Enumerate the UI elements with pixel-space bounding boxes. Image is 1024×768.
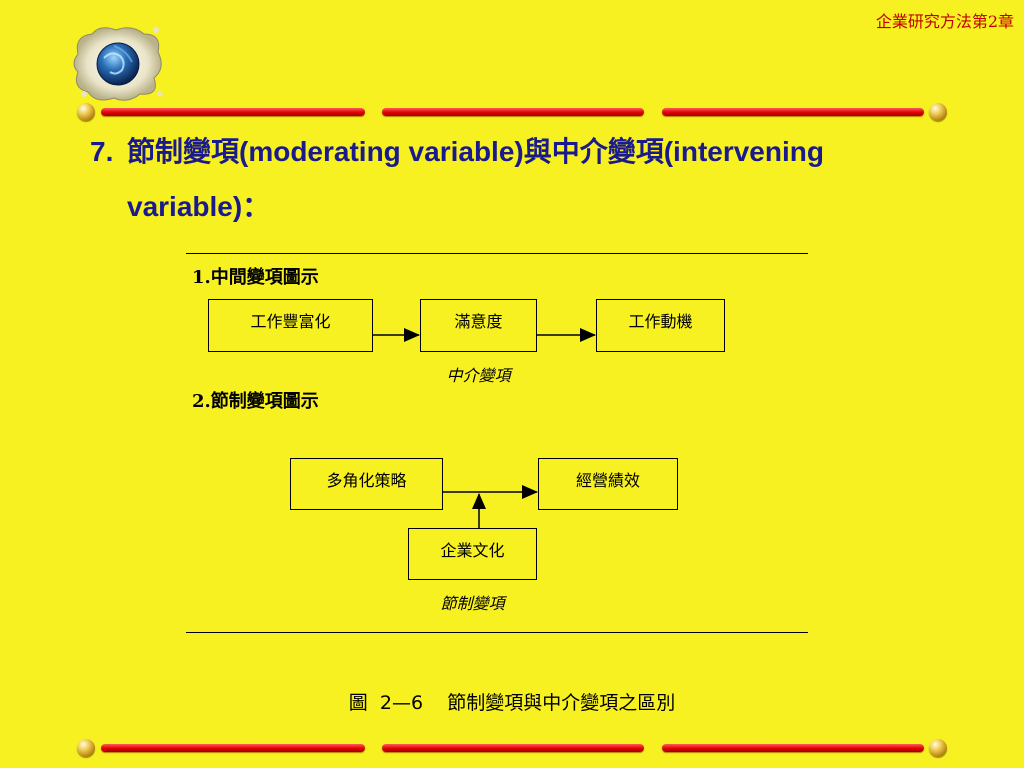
bar-end-ball-icon <box>77 739 95 757</box>
bar-end-ball-icon <box>77 103 95 121</box>
section2-label: 2.節制變項圖示 <box>192 391 319 412</box>
box-corporate-culture: 企業文化 <box>408 528 537 580</box>
decorative-bar <box>662 108 924 116</box>
bar-end-ball-icon <box>929 103 947 121</box>
mediator-note: 中介變項 <box>446 366 511 385</box>
moderator-note: 節制變項 <box>440 594 505 613</box>
decorative-bar <box>382 108 644 116</box>
slide-number: 7. <box>90 136 114 167</box>
decorative-bar <box>101 108 365 116</box>
figure-caption: 圖 2—6 節制變項與中介變項之區別 <box>348 692 676 714</box>
decorative-bar <box>382 744 644 752</box>
box-satisfaction: 滿意度 <box>420 299 537 352</box>
box-work-motivation: 工作動機 <box>596 299 725 352</box>
bar-end-ball-icon <box>929 739 947 757</box>
box-job-enrichment: 工作豐富化 <box>208 299 373 352</box>
figure-bottom-rule <box>186 632 808 633</box>
slide-title: 7. 節制變項(moderating variable)與中介變項(interv… <box>90 124 920 234</box>
globe-logo-icon <box>73 27 163 101</box>
decorative-bar <box>662 744 924 752</box>
section1-label: 1.中間變項圖示 <box>192 267 319 288</box>
figure-top-rule <box>186 253 808 254</box>
slide-title-text: 節制變項(moderating variable)與中介變項(interveni… <box>127 136 824 222</box>
box-business-performance: 經營績效 <box>538 458 678 510</box>
decorative-bar <box>101 744 365 752</box>
header-label: 企業研究方法第2章 <box>875 12 1014 31</box>
box-diversification-strategy: 多角化策略 <box>290 458 443 510</box>
